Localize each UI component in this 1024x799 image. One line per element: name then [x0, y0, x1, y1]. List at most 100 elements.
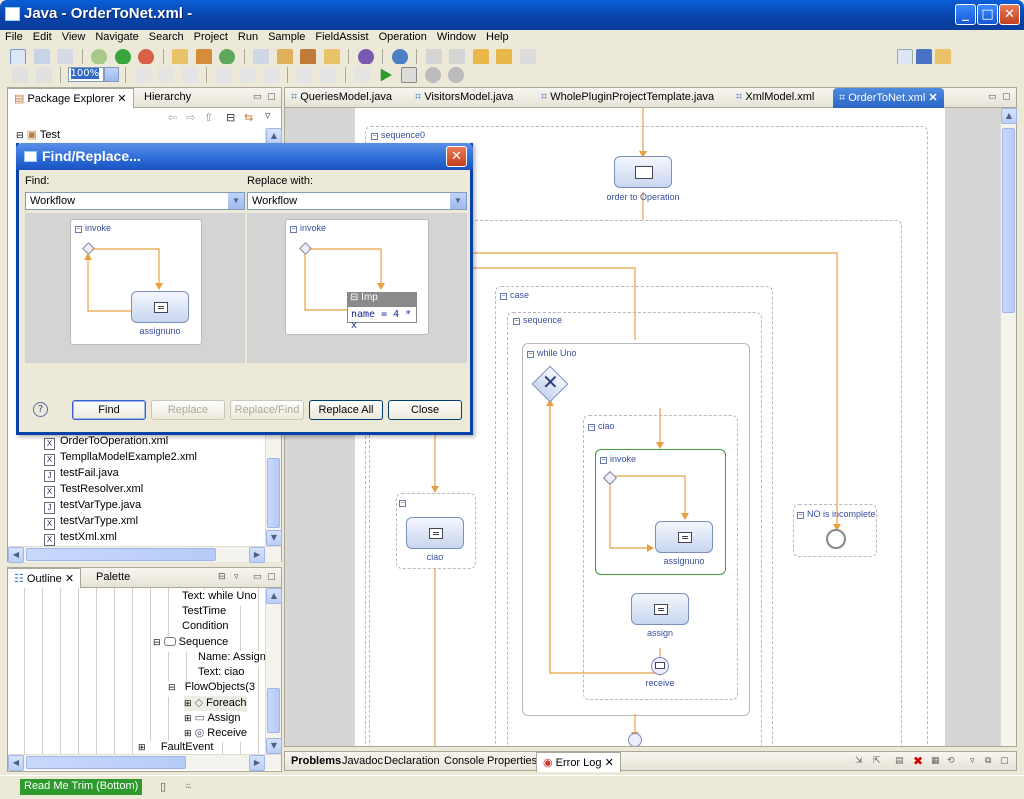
- file-item[interactable]: JtestFail.java: [44, 467, 119, 483]
- scroll-right-button[interactable]: ▶: [249, 547, 265, 563]
- collapse-all-icon[interactable]: ⊟: [226, 111, 235, 124]
- folder-icon[interactable]: [324, 49, 340, 65]
- menu-view[interactable]: View: [57, 30, 91, 43]
- save-icon[interactable]: [34, 49, 50, 65]
- assign-task[interactable]: [631, 593, 689, 625]
- align-left-icon[interactable]: [135, 67, 151, 83]
- open-log-icon[interactable]: ▦: [931, 756, 940, 766]
- print-icon[interactable]: [57, 49, 73, 65]
- outline-item[interactable]: ⊟ Sequence: [153, 636, 228, 652]
- minimize-button[interactable]: _: [955, 4, 976, 25]
- back-icon[interactable]: [473, 49, 489, 65]
- chevron-down-icon[interactable]: ▼: [228, 193, 244, 209]
- stop-icon[interactable]: [448, 67, 464, 83]
- restore-log-icon[interactable]: ⟲: [947, 756, 955, 766]
- outline-menu-icon[interactable]: ▿: [234, 572, 239, 582]
- java-perspective-icon[interactable]: [916, 49, 932, 65]
- tab-declaration[interactable]: Declaration: [378, 752, 446, 772]
- scroll-thumb[interactable]: [267, 688, 280, 733]
- outline-item-selected[interactable]: ⊞ ◇ Foreach: [184, 696, 247, 712]
- export-log-icon[interactable]: ⇲: [855, 756, 863, 766]
- redo-icon[interactable]: [36, 67, 52, 83]
- back-nav-icon[interactable]: ⇦: [168, 111, 177, 124]
- scroll-up-button[interactable]: ▲: [1001, 108, 1017, 124]
- menu-window[interactable]: Window: [432, 30, 481, 43]
- align-middle-icon[interactable]: [239, 67, 255, 83]
- tab-properties[interactable]: Properties: [481, 752, 543, 772]
- run-icon[interactable]: [115, 49, 131, 65]
- import-log-icon[interactable]: ⇱: [873, 756, 881, 766]
- file-item[interactable]: XtestXml.xml: [44, 531, 117, 547]
- scroll-thumb[interactable]: [26, 756, 186, 769]
- new-class-icon[interactable]: [219, 49, 235, 65]
- package-horizontal-scrollbar[interactable]: ◀ ▶: [8, 546, 281, 562]
- merge-event[interactable]: [628, 733, 642, 746]
- outline-item[interactable]: ⊟ FlowObjects(3: [168, 681, 255, 697]
- replace-all-button[interactable]: Replace All: [309, 400, 383, 420]
- find-combo[interactable]: Workflow▼: [25, 192, 245, 210]
- close-tab-icon[interactable]: ✕: [928, 92, 937, 104]
- open-perspective-icon[interactable]: [897, 49, 913, 65]
- sample-icon[interactable]: [358, 49, 374, 65]
- resume-icon[interactable]: [425, 67, 441, 83]
- tab-wholepluginprojecttemplate[interactable]: ⌗ WholePluginProjectTemplate.java: [535, 88, 720, 108]
- tab-palette[interactable]: Palette: [90, 568, 136, 588]
- scroll-down-button[interactable]: ▼: [266, 738, 282, 754]
- dialog-title-bar[interactable]: Find/Replace... ✕: [16, 143, 473, 170]
- file-item[interactable]: XOrderToOperation.xml: [44, 435, 168, 451]
- play-icon[interactable]: [378, 67, 394, 83]
- file-item[interactable]: JtestVarType.java: [44, 499, 141, 515]
- outline-item[interactable]: ⊞ ▭ Assign: [184, 711, 241, 727]
- editor-vertical-scrollbar[interactable]: ▲: [1000, 108, 1016, 746]
- align-center-icon[interactable]: [158, 67, 174, 83]
- read-me-trim[interactable]: Read Me Trim (Bottom): [20, 779, 142, 795]
- order-to-operation-task[interactable]: [614, 156, 672, 188]
- debug-icon[interactable]: [91, 49, 107, 65]
- chevron-down-icon[interactable]: ▼: [450, 193, 466, 209]
- link-editor-icon[interactable]: ⇆: [244, 111, 253, 124]
- open-task-icon[interactable]: [277, 49, 293, 65]
- menu-help[interactable]: Help: [481, 30, 514, 43]
- menu-search[interactable]: Search: [144, 30, 189, 43]
- outline-vertical-scrollbar[interactable]: ▲ ▼: [265, 588, 281, 754]
- file-item[interactable]: XtestVarType.xml: [44, 515, 138, 531]
- scroll-thumb[interactable]: [1002, 128, 1015, 313]
- search-icon[interactable]: [300, 49, 316, 65]
- minimize-view-icon[interactable]: ▭: [253, 92, 262, 102]
- trim-icon[interactable]: ▯: [160, 780, 166, 793]
- maximize-editor-icon[interactable]: ▢: [1002, 92, 1011, 102]
- next-annotation-icon[interactable]: [426, 49, 442, 65]
- external-tools-icon[interactable]: [138, 49, 154, 65]
- replace-find-button[interactable]: Replace/Find: [230, 400, 304, 420]
- tab-error-log[interactable]: ◉ Error Log ✕: [536, 752, 621, 772]
- clear-log-icon[interactable]: ▤: [895, 756, 904, 766]
- tab-outline[interactable]: ☷ Outline ✕: [7, 568, 81, 588]
- menu-operation[interactable]: Operation: [374, 30, 432, 43]
- close-window-button[interactable]: ✕: [999, 4, 1020, 25]
- minimize-view-icon[interactable]: ▭: [253, 572, 262, 582]
- align-top-icon[interactable]: [216, 67, 232, 83]
- outline-item[interactable]: Text: ciao: [198, 666, 244, 682]
- outline-item[interactable]: TestTime: [182, 605, 226, 621]
- collapse-outline-icon[interactable]: ⊟: [218, 572, 226, 582]
- open-type-icon[interactable]: [253, 49, 269, 65]
- outline-item[interactable]: ⊞ FaultEvent: [138, 741, 213, 754]
- scroll-up-button[interactable]: ▲: [266, 588, 282, 604]
- delete-log-icon[interactable]: ✖: [913, 754, 923, 768]
- menu-fieldassist[interactable]: FieldAssist: [310, 30, 373, 43]
- menu-sample[interactable]: Sample: [263, 30, 310, 43]
- forward-nav-icon[interactable]: ⇨: [186, 111, 195, 124]
- view-menu-icon[interactable]: ▿: [265, 109, 271, 122]
- menu-file[interactable]: File: [0, 30, 28, 43]
- file-item[interactable]: XTestResolver.xml: [44, 483, 143, 499]
- find-button[interactable]: Find: [72, 400, 146, 420]
- step-icon[interactable]: [401, 67, 417, 83]
- restore-view-icon[interactable]: ⧉: [985, 756, 991, 766]
- menu-project[interactable]: Project: [189, 30, 233, 43]
- tab-hierarchy[interactable]: Hierarchy: [138, 88, 197, 108]
- replace-combo[interactable]: Workflow▼: [247, 192, 467, 210]
- dialog-close-button[interactable]: ✕: [446, 146, 467, 167]
- scroll-up-button[interactable]: ▲: [266, 128, 282, 144]
- zoom-combo[interactable]: 100%: [68, 67, 104, 82]
- assignuno-task[interactable]: [655, 521, 713, 553]
